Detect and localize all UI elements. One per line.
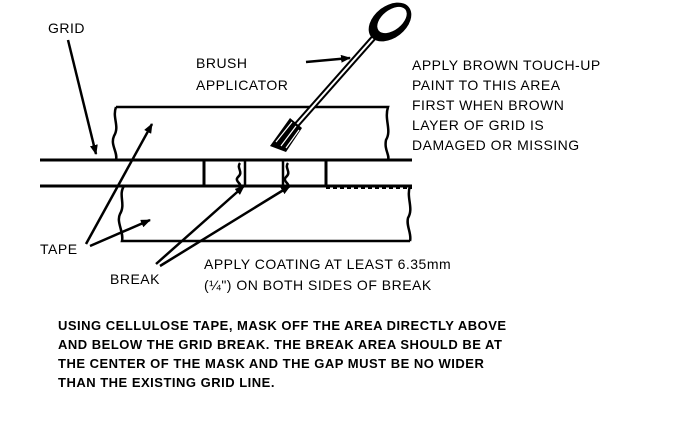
lower-tape-outline [117,185,412,243]
label-tape: TAPE [40,241,78,257]
label-coating-1: APPLY COATING AT LEAST 6.35mm [204,256,451,272]
instruction-line-3: THE CENTER OF THE MASK AND THE GAP MUST … [58,356,484,371]
break-box [202,158,328,188]
upper-tape-outline [111,105,390,161]
label-break: BREAK [110,271,160,287]
label-apply-brown-2: PAINT TO THIS AREA [412,77,561,93]
label-coating-2: (¼") ON BOTH SIDES OF BREAK [204,277,432,293]
grid-arrow [66,39,98,155]
label-brush: BRUSH [196,55,248,71]
label-apply-brown-4: LAYER OF GRID IS [412,117,544,133]
label-grid: GRID [48,20,85,36]
label-apply-brown-5: DAMAGED OR MISSING [412,137,580,153]
instruction-line-1: USING CELLULOSE TAPE, MASK OFF THE AREA … [58,318,507,333]
break-squiggle-1 [235,162,242,187]
label-applicator: APPLICATOR [196,77,288,93]
instruction-line-2: AND BELOW THE GRID BREAK. THE BREAK AREA… [58,337,502,352]
brush-bristles [270,118,302,152]
tape-arrow-lower [89,218,151,248]
break-squiggle-2 [283,162,290,187]
instruction-line-4: THAN THE EXISTING GRID LINE. [58,375,275,390]
label-apply-brown-1: APPLY BROWN TOUCH-UP [412,57,601,73]
brush-arrow [305,54,351,64]
tape-arrow-upper [84,123,154,245]
break-arrow-1 [155,185,245,265]
label-apply-brown-3: FIRST WHEN BROWN [412,97,564,113]
break-arrow-2 [159,184,291,268]
brush-applicator [270,2,412,152]
